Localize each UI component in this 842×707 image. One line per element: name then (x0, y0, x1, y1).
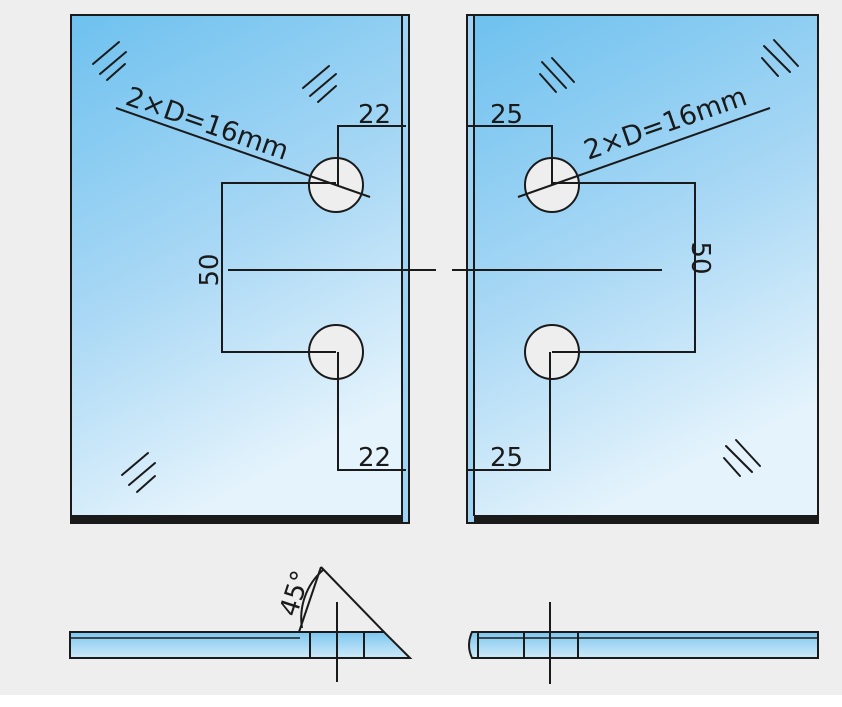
dimension-lines (115, 107, 771, 471)
left-top-offset-label: 22 (358, 100, 391, 130)
left-edge-profile (69, 566, 413, 682)
right-spacing-label: 50 (685, 241, 715, 274)
right-top-offset-label: 25 (490, 100, 523, 130)
left-spacing-label: 50 (195, 253, 225, 286)
left-bottom-offset-label: 22 (358, 443, 391, 473)
right-bottom-offset-label: 25 (490, 443, 523, 473)
right-edge-profile (468, 602, 819, 684)
glass-hatch-marks (92, 39, 799, 493)
